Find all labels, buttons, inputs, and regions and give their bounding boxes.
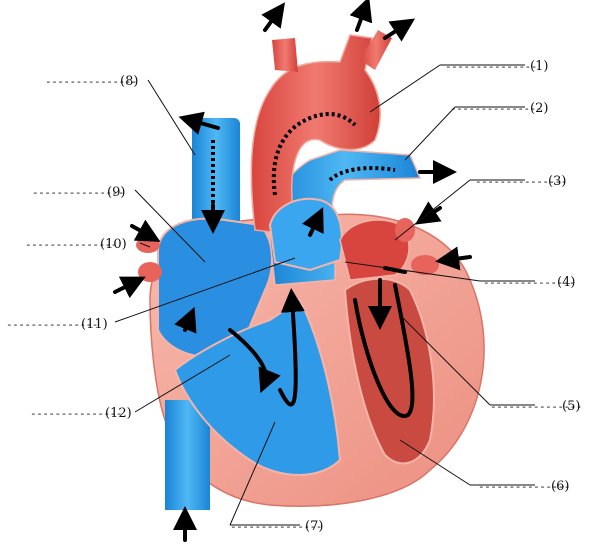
- pulmonary-vein-right-upper: [136, 237, 160, 253]
- label-3: (3): [548, 174, 566, 189]
- label-9: (9): [107, 185, 125, 200]
- leader-lines: [114, 64, 535, 526]
- pulmonary-vein-right-lower: [138, 262, 162, 282]
- blank-11: ---------------: [6, 318, 98, 331]
- blank-10: ---------------: [25, 238, 117, 251]
- label-11: (11): [81, 317, 108, 332]
- aorta-branch-right: [360, 30, 392, 70]
- label-8: (8): [120, 74, 138, 89]
- blank-6: ---------------: [478, 480, 570, 493]
- label-12: (12): [105, 406, 132, 421]
- label-1: (1): [530, 59, 548, 74]
- label-2: (2): [530, 101, 548, 116]
- pulmonary-vein-left-lower: [411, 255, 439, 275]
- right-ventricle: [173, 298, 342, 476]
- label-4: (4): [557, 275, 575, 290]
- blank-8: ---------------: [45, 75, 137, 88]
- blank-1: ---------------: [445, 60, 537, 73]
- label-10: (10): [100, 237, 127, 252]
- blank-5: ---------------: [490, 400, 582, 413]
- blank-2: ---------------: [450, 102, 542, 115]
- pulmonary-trunk: [268, 197, 343, 272]
- blank-7: ---------------: [230, 520, 322, 533]
- aorta: [250, 34, 381, 236]
- blank-12: ---------------: [30, 407, 122, 420]
- aorta-branch-left: [272, 38, 298, 72]
- left-ventricle: [343, 277, 435, 465]
- blank-4: ---------------: [483, 276, 575, 289]
- pulmonary-vein-left-upper: [395, 218, 415, 242]
- label-5: (5): [562, 399, 580, 414]
- blank-9: ---------------: [32, 186, 124, 199]
- blood-flow-arrows: [113, 0, 472, 542]
- blank-3: ---------------: [475, 175, 567, 188]
- labels: --------------- (1) --------------- (2) …: [6, 59, 582, 534]
- label-7: (7): [305, 519, 323, 534]
- label-6: (6): [551, 479, 569, 494]
